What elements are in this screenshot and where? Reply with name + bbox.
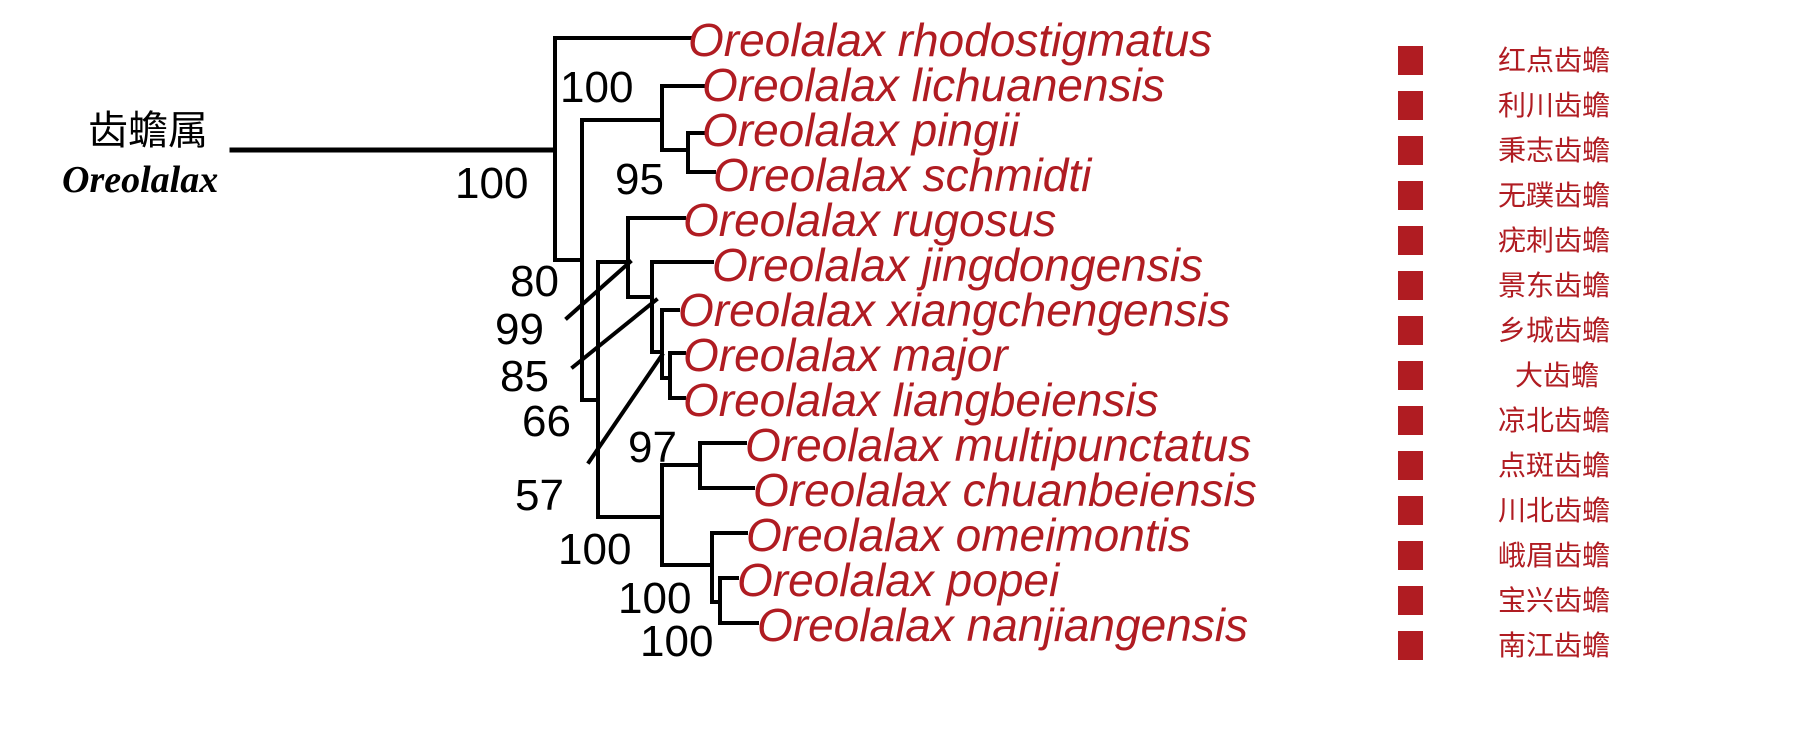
taxon-label: Oreolalax jingdongensis: [712, 239, 1203, 291]
taxon-marker: [1398, 46, 1423, 75]
taxon-marker: [1398, 136, 1423, 165]
taxon-chinese-name: 凉北齿蟾: [1498, 404, 1611, 437]
bootstrap-support-value: 66: [522, 397, 571, 446]
bootstrap-support-value: 99: [495, 305, 544, 354]
taxon-marker: [1398, 496, 1423, 525]
taxon-label: Oreolalax popei: [737, 554, 1060, 606]
bootstrap-support-value: 97: [628, 423, 677, 472]
taxon-label: Oreolalax major: [683, 329, 1008, 381]
bootstrap-support-value: 95: [615, 155, 664, 204]
taxon-marker: [1398, 451, 1423, 480]
taxon-chinese-name: 峨眉齿蟾: [1498, 539, 1611, 572]
taxon-label: Oreolalax pingii: [702, 104, 1020, 156]
taxon-chinese-name: 秉志齿蟾: [1498, 134, 1611, 167]
bootstrap-support-value: 57: [515, 471, 564, 520]
taxon-marker: [1398, 181, 1423, 210]
taxon-label: Oreolalax nanjiangensis: [757, 599, 1248, 651]
bootstrap-support-value: 85: [500, 352, 549, 401]
bootstrap-support-value: 100: [560, 63, 634, 112]
bootstrap-support-value: 100: [455, 159, 529, 208]
taxon-label: Oreolalax multipunctatus: [745, 419, 1252, 471]
taxon-label: Oreolalax xiangchengensis: [678, 284, 1231, 336]
taxon-marker: [1398, 91, 1423, 120]
taxon-marker: [1398, 631, 1423, 660]
taxon-marker: [1398, 361, 1423, 390]
taxon-marker: [1398, 406, 1423, 435]
taxon-label: Oreolalax rugosus: [683, 194, 1057, 246]
taxon-marker: [1398, 586, 1423, 615]
taxon-chinese-name: 红点齿蟾: [1498, 44, 1611, 77]
taxon-marker: [1398, 226, 1423, 255]
taxon-label: Oreolalax liangbeiensis: [683, 374, 1159, 426]
taxon-chinese-name: 大齿蟾: [1515, 359, 1600, 392]
taxon-marker: [1398, 316, 1423, 345]
bootstrap-support-value: 100: [558, 525, 632, 574]
tree-branch: [586, 352, 665, 465]
genus-latin-name: Oreolalax: [62, 159, 219, 201]
taxon-label: Oreolalax rhodostigmatus: [688, 14, 1213, 66]
taxon-marker: [1398, 541, 1423, 570]
taxon-chinese-name: 景东齿蟾: [1498, 269, 1611, 302]
tree-branch: [570, 297, 659, 370]
bootstrap-support-value: 100: [618, 574, 692, 623]
taxon-label: Oreolalax lichuanensis: [702, 59, 1165, 111]
taxon-marker: [1398, 271, 1423, 300]
taxon-label: Oreolalax omeimontis: [746, 509, 1191, 561]
taxon-chinese-name: 川北齿蟾: [1498, 494, 1611, 527]
taxon-label: Oreolalax schmidti: [713, 149, 1092, 201]
taxon-chinese-name: 宝兴齿蟾: [1498, 584, 1611, 617]
bootstrap-support-value: 80: [510, 257, 559, 306]
genus-chinese-name: 齿蟾属: [88, 108, 208, 154]
tree-branch: [564, 259, 633, 321]
taxon-chinese-name: 乡城齿蟾: [1498, 314, 1611, 347]
taxon-chinese-name: 疣刺齿蟾: [1498, 224, 1611, 257]
taxon-chinese-name: 无蹼齿蟾: [1498, 179, 1611, 212]
taxon-chinese-name: 南江齿蟾: [1498, 629, 1611, 662]
taxon-chinese-name: 利川齿蟾: [1498, 89, 1611, 122]
bootstrap-support-value: 100: [640, 617, 714, 666]
taxon-label: Oreolalax chuanbeiensis: [753, 464, 1257, 516]
taxon-chinese-name: 点斑齿蟾: [1498, 449, 1611, 482]
